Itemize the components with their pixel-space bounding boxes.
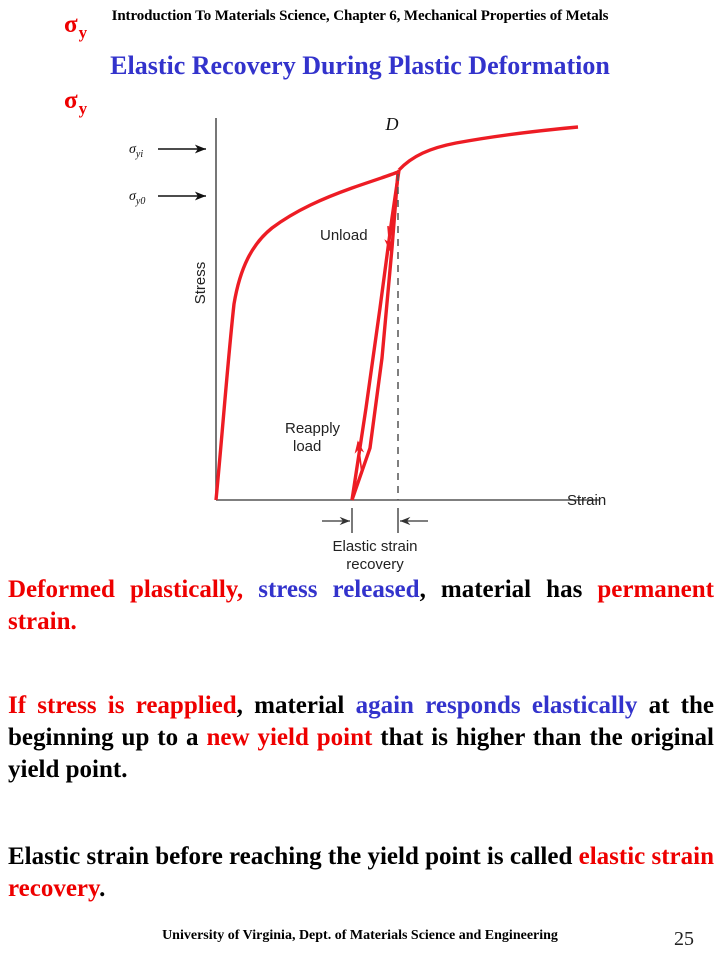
loading-curve <box>214 170 399 501</box>
paragraph-2-run-2: again responds elastically <box>355 692 638 719</box>
unload-label: Unload <box>320 227 368 244</box>
reapply-label-line2: load <box>293 438 321 455</box>
paragraph-2-run-4: new yield point <box>206 724 373 751</box>
paragraph-1-run-1 <box>243 576 258 603</box>
reloading-curve <box>350 169 401 501</box>
paragraph-3-run-0: Elastic strain before reaching the yield… <box>8 843 579 870</box>
sigma-subscript-lower: y <box>78 98 88 118</box>
tick-label-sigma-y0: σy0 <box>129 189 145 207</box>
stress-strain-figure: σyi σy0 Stress Strain <box>0 108 720 586</box>
recovery-label-line1: Elastic strain <box>332 538 417 555</box>
unloading-curve <box>350 171 400 501</box>
paragraph-1-run-0: Deformed plastically, <box>8 576 244 603</box>
paragraph-3: Elastic strain before reaching the yield… <box>8 841 714 905</box>
recovery-label-line2: recovery <box>346 556 404 573</box>
paragraph-2-run-1: , material <box>236 692 356 719</box>
sigma-subscript-upper: y <box>78 22 88 42</box>
paragraph-2-run-0: If stress is reapplied <box>8 692 237 719</box>
reapply-arrow <box>354 440 365 475</box>
sigma-glyph-upper: σ <box>64 11 78 38</box>
paragraph-2-run-5: that is higher than the original yield p… <box>8 724 714 783</box>
slide-footer: University of Virginia, Dept. of Materia… <box>162 928 558 943</box>
unload-arrow <box>384 225 394 252</box>
y-axis-label: Stress <box>192 262 209 305</box>
paragraph-2: If stress is reapplied, material again r… <box>8 690 714 786</box>
point-d-label: D <box>385 114 399 134</box>
sigma-y-lower-label: σy <box>64 88 87 117</box>
sigma-y-upper-label: σy <box>64 12 87 41</box>
paragraph-1: Deformed plastically, stress released, m… <box>8 574 714 638</box>
slide-header: Introduction To Materials Science, Chapt… <box>111 8 609 24</box>
stress-strain-chart: σyi σy0 Stress Strain <box>129 114 606 573</box>
sigma-glyph-lower: σ <box>64 87 78 114</box>
tick-label-sigma-yi: σyi <box>129 142 143 160</box>
paragraph-1-run-4: permanent strain. <box>8 576 715 635</box>
x-axis-label: Strain <box>567 492 606 509</box>
paragraph-3-run-1: elastic strain recovery <box>8 843 714 902</box>
paragraph-1-run-2: stress released <box>258 576 420 603</box>
page-title: Elastic Recovery During Plastic Deformat… <box>110 51 610 80</box>
paragraph-3-run-2: . <box>99 875 106 902</box>
page-number: 25 <box>674 928 694 950</box>
paragraph-2-run-3: at the beginning up to a <box>8 692 715 751</box>
post-reload-curve <box>397 125 579 172</box>
reapply-label-line1: Reapply <box>285 420 341 437</box>
paragraph-1-run-3: , material has <box>419 576 598 603</box>
